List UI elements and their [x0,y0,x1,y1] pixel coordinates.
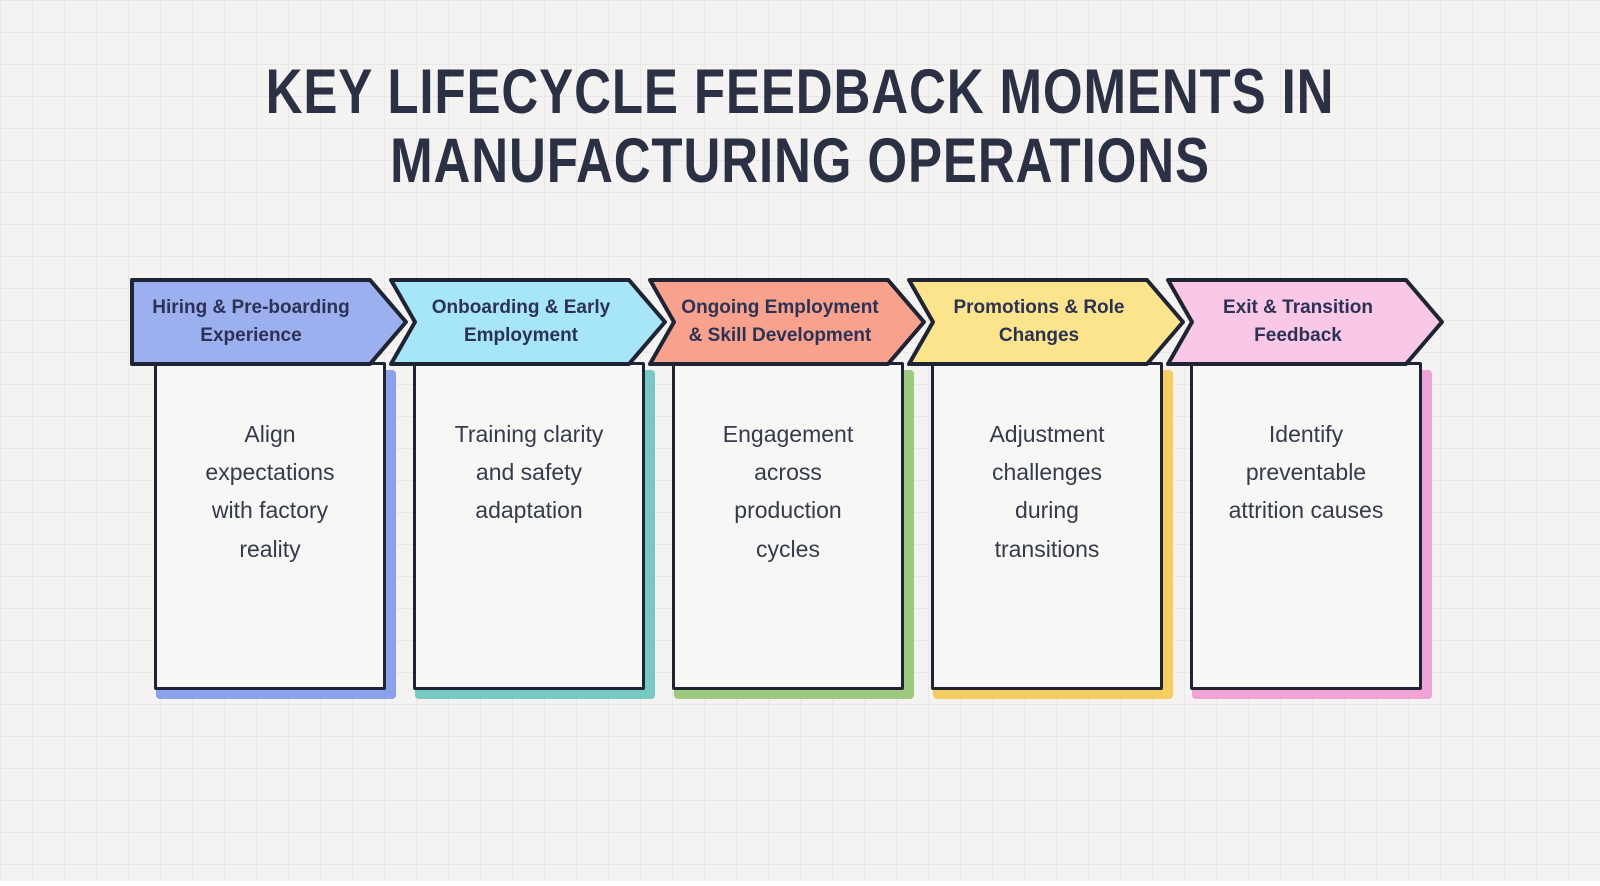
page-title-line-2: MANUFACTURING OPERATIONS [390,126,1210,197]
stage-description: Engagement across production cycles [722,421,854,562]
stage-card-ongoing-employment: Engagement across production cycles [672,362,914,699]
stage-description: Identify preventable attrition causes [1228,421,1384,524]
stage-description: Adjustment challenges during transitions [989,421,1105,562]
bottom-edge-strip [0,881,1600,886]
stage-arrow-ongoing-employment: Ongoing Employment & Skill Development [648,278,928,366]
stage-arrow-label: Onboarding & Early Employment [431,296,611,347]
stage-arrow-onboarding: Onboarding & Early Employment [389,278,669,366]
stage-arrow-label: Ongoing Employment & Skill Development [681,296,879,347]
chevron-arrow-shape [389,278,667,366]
page-title: KEY LIFECYCLE FEEDBACK MOMENTS IN MANUFA… [96,56,1504,197]
stages-row: Hiring & Pre-boarding Experience Align e… [130,278,1444,699]
stage-arrow-promotions: Promotions & Role Changes [907,278,1187,366]
stage-arrow-label: Hiring & Pre-boarding Experience [152,296,350,347]
card-face: Adjustment challenges during transitions [931,362,1163,690]
card-face: Training clarity and safety adaptation [413,362,645,690]
stage-card-onboarding: Training clarity and safety adaptation [413,362,655,699]
stage-arrow-label: Promotions & Role Changes [953,296,1125,347]
stage-arrow-hiring: Hiring & Pre-boarding Experience [130,278,410,366]
stage-description: Training clarity and safety adaptation [454,421,604,524]
chevron-arrow-shape [907,278,1185,366]
stage-column-exit: Exit & Transition Feedback Identify prev… [1166,278,1444,699]
stage-card-hiring: Align expectations with factory reality [154,362,396,699]
stage-column-hiring: Hiring & Pre-boarding Experience Align e… [130,278,408,699]
chevron-arrow-shape [130,278,408,366]
card-face: Align expectations with factory reality [154,362,386,690]
stage-arrow-label: Exit & Transition Feedback [1223,296,1373,347]
page-title-line-1: KEY LIFECYCLE FEEDBACK MOMENTS IN [265,56,1335,128]
chevron-arrow-shape [648,278,926,366]
stage-card-exit: Identify preventable attrition causes [1190,362,1432,699]
stage-column-ongoing-employment: Ongoing Employment & Skill Development E… [648,278,926,699]
chevron-arrow-shape [1166,278,1444,366]
stage-description: Align expectations with factory reality [205,421,335,562]
stage-column-onboarding: Onboarding & Early Employment Training c… [389,278,667,699]
stage-arrow-exit: Exit & Transition Feedback [1166,278,1446,366]
stage-card-promotions: Adjustment challenges during transitions [931,362,1173,699]
card-face: Engagement across production cycles [672,362,904,690]
stage-column-promotions: Promotions & Role Changes Adjustment cha… [907,278,1185,699]
card-face: Identify preventable attrition causes [1190,362,1422,690]
